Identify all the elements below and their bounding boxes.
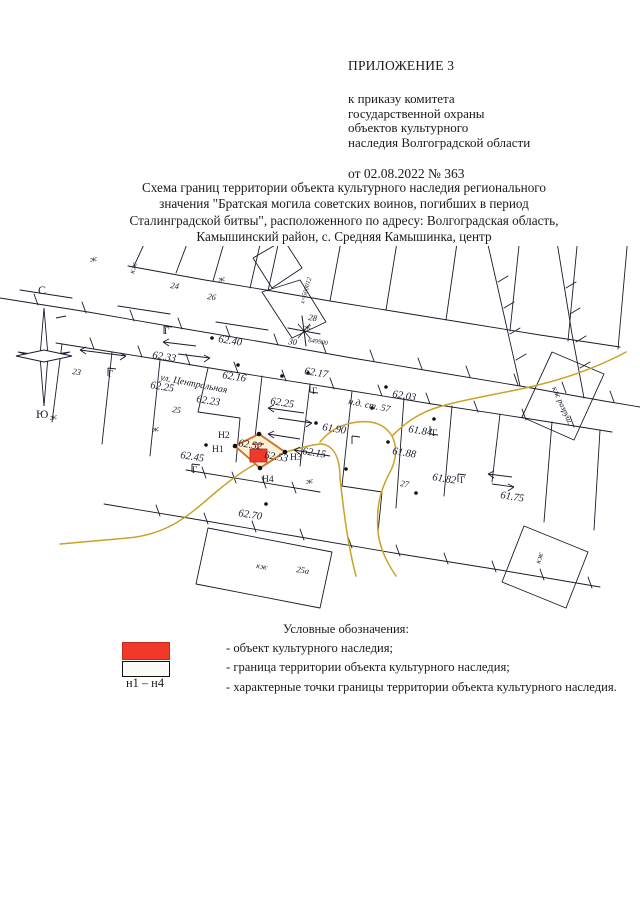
corner-mark-g-2: Г — [108, 369, 114, 379]
elevation-62-17: 62.17 — [304, 366, 330, 381]
ruined-building-label: кж разруш. — [550, 385, 575, 426]
order-line-2: государственной охраны — [348, 105, 485, 121]
coordinate-cross — [287, 315, 321, 347]
building-zh-5: ж — [305, 476, 314, 486]
elevation-62-25b: 62.25 — [270, 396, 295, 411]
legend-title: Условные обозначения: — [283, 622, 409, 636]
lower-street-edge — [103, 503, 601, 589]
building-zh-1: ж — [89, 254, 98, 264]
title-line-2: значения "Братская могила советских воин… — [159, 196, 529, 212]
elevation-62-70: 62.70 — [238, 508, 264, 523]
elevation-62-45: 62.45 — [180, 450, 205, 465]
legend-swatch-territory-boundary — [122, 661, 170, 677]
building-lower-right — [501, 525, 589, 609]
monument-parcel-edges — [185, 466, 321, 494]
elevation-62-15: 62.15 — [302, 446, 327, 461]
heritage-object-marker — [249, 448, 268, 463]
coordinate-y-label: 649900 — [308, 337, 329, 347]
elevation-61-84: 61.84 — [408, 424, 434, 439]
elevation-61-82: 61.82 — [432, 472, 458, 487]
parcel-25a-label: 25а — [296, 564, 310, 576]
page-title: Схема границ территории объекта культурн… — [84, 180, 604, 246]
building-zh-3: ж — [49, 412, 58, 422]
parcel-23-label: 23 — [72, 366, 82, 377]
building-kzh-top: кж — [127, 261, 139, 275]
elevation-62-16: 62.16 — [222, 370, 248, 385]
parcel-24-label: 24 — [170, 280, 181, 291]
building-25a-shape — [195, 527, 333, 609]
corner-mark-g-1: Г — [164, 326, 170, 336]
boundary-point-n3-label: Н3 — [290, 452, 302, 463]
building-zh-6: ж — [303, 322, 312, 332]
order-line-1: к приказу комитета — [348, 91, 455, 106]
ruined-building-shape — [521, 351, 605, 441]
order-reference: к приказу комитета государственной охран… — [348, 91, 608, 150]
compass-south-label: Ю — [36, 407, 48, 421]
elevation-61-90: 61.90 — [322, 422, 348, 437]
building-zh-4: ж — [151, 424, 160, 434]
boundary-point-dots — [232, 431, 288, 471]
compass-rose — [15, 307, 73, 407]
boundary-point-n4-label: Н4 — [262, 474, 274, 485]
boundary-point-n2-label: Н2 — [218, 430, 230, 441]
appendix-label: ПРИЛОЖЕНИЕ 3 — [348, 58, 455, 73]
address-note-label: н.д. ст. 57 — [347, 396, 392, 415]
street-south-edge — [55, 337, 613, 433]
map-text-labels: С Ю 24 26 28 23 25 25а 30 27 кж ж ж ж ж … — [36, 254, 575, 576]
elevation-62-53: 62.53 — [264, 450, 289, 465]
corner-mark-g-3: Г — [312, 386, 318, 396]
utility-line — [59, 351, 627, 577]
elevation-62-40: 62.40 — [218, 334, 244, 349]
east-parcel-block — [487, 246, 591, 399]
building-kzh-lower-right: кж — [533, 551, 545, 565]
parcel-26-label: 26 — [207, 291, 218, 302]
elevation-62-33: 62.33 — [152, 350, 177, 365]
building-kzh-25a: кж — [256, 561, 269, 572]
legend-item-3: - характерные точки границы территории о… — [226, 679, 617, 694]
building-zh-2: ж — [217, 274, 226, 284]
title-line-1: Схема границ территории объекта культурн… — [142, 180, 546, 195]
elevation-dots — [204, 336, 436, 506]
direction-arrows — [79, 338, 515, 492]
elevation-61-88: 61.88 — [392, 446, 418, 461]
document-header: ПРИЛОЖЕНИЕ 3 к приказу комитета государс… — [348, 58, 608, 182]
parcel-28-label: 28 — [308, 312, 319, 323]
north-parcel-block — [127, 246, 628, 350]
order-line-3: объектов культурного — [348, 120, 469, 136]
elevation-62-03: 62.03 — [392, 389, 417, 404]
legend-items: - объект культурного наследия; - граница… — [226, 639, 617, 697]
parcel-27-label: 27 — [400, 478, 411, 489]
corner-mark-g-6: Г — [460, 475, 466, 485]
legend-item-1: - объект культурного наследия; — [226, 641, 394, 655]
cadastral-map: С Ю 24 26 28 23 25 25а 30 27 кж ж ж ж ж … — [0, 246, 640, 618]
street-north-edge — [0, 289, 640, 408]
coordinate-x-label: х=500012 — [299, 276, 314, 306]
compass-north-label: С — [38, 283, 46, 297]
south-parcel-block — [51, 343, 601, 533]
parcel-25-label: 25 — [172, 404, 183, 415]
legend-points-label: н1 – н4 — [125, 676, 165, 690]
elevation-61-75: 61.75 — [500, 490, 525, 505]
coordinate-parcel-30 — [261, 279, 327, 339]
order-line-4: наследия Волгоградской области — [348, 134, 531, 150]
corner-mark-g-4: Г — [192, 465, 198, 475]
corner-mark-g-5: Г — [432, 428, 438, 438]
elevation-62-52: 62.52 — [238, 438, 264, 453]
order-date: от 02.08.2022 № 363 — [348, 166, 465, 182]
legend-swatch-heritage-object — [122, 642, 170, 660]
title-line-4: Камышинский район, с. Средняя Камышинка,… — [196, 229, 492, 245]
legend-item-2: - граница территории объекта культурного… — [226, 660, 510, 675]
elevation-62-25a: 62.25 — [150, 380, 175, 395]
parcel-30-label: 30 — [287, 336, 299, 347]
map-legend: Условные обозначения: н1 – н4 - объект к… — [96, 622, 617, 694]
title-line-3: Сталинградской битвы", расположенного по… — [129, 212, 559, 228]
corner-marks — [107, 325, 467, 482]
boundary-point-n1-label: Н1 — [212, 444, 224, 455]
elevation-62-23: 62.23 — [196, 394, 221, 409]
